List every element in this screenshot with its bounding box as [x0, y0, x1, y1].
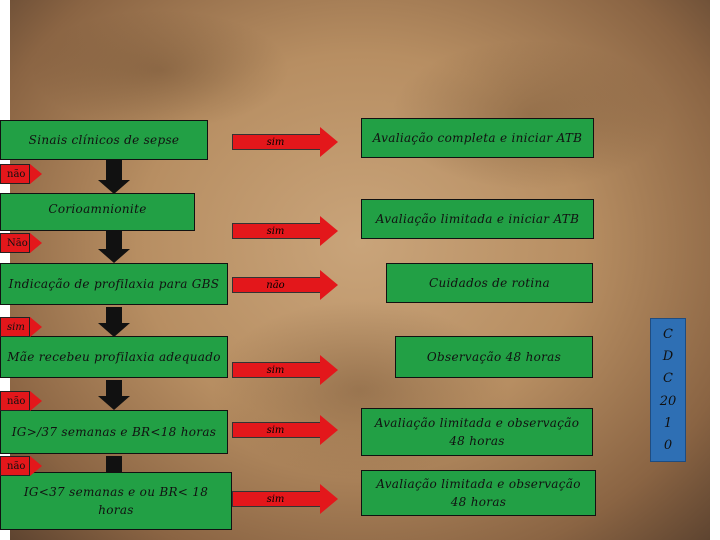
decision-box-chorioamnionitis: Corioamnionite: [0, 193, 195, 231]
decision-box-adequate-prophylaxis: Mãe recebeu profilaxia adequado: [0, 336, 228, 378]
arrow-yes-4: sim: [232, 355, 338, 385]
outcome-box-limited-observation-2: Avaliação limitada e observação 48 horas: [361, 470, 596, 516]
tag-no-5: não: [0, 456, 42, 476]
arrow-yes-5: sim: [232, 415, 338, 445]
decision-box-gbs-prophylaxis: Indicação de profilaxia para GBS: [0, 263, 228, 305]
side-letter: C: [663, 326, 673, 342]
outcome-box-limited-observation: Avaliação limitada e observação 48 horas: [361, 408, 593, 456]
flow-arrow-down-3: [98, 307, 130, 337]
flow-arrow-down-1: [98, 160, 130, 194]
arrow-yes-2: sim: [232, 216, 338, 246]
tag-no-4: não: [0, 391, 42, 411]
decision-box-ig-under-37: IG<37 semanas e ou BR< 18 horas: [0, 472, 232, 530]
outcome-box-observation-48h: Observação 48 horas: [395, 336, 593, 378]
decision-box-ig-37-br-18: IG>/37 semanas e BR<18 horas: [0, 410, 228, 454]
decision-box-sepsis-signs: Sinais clínicos de sepse: [0, 120, 208, 160]
side-letter: C: [663, 371, 673, 387]
arrow-yes-1: sim: [232, 127, 338, 157]
tag-no-2: Não: [0, 233, 42, 253]
tag-no-1: não: [0, 164, 42, 184]
side-letter: D: [662, 348, 674, 364]
outcome-box-limited-evaluation-atb: Avaliação limitada e iniciar ATB: [361, 199, 594, 239]
flow-arrow-down-5: [98, 456, 130, 472]
side-letter: 20: [659, 393, 677, 409]
arrow-no-3: não: [232, 270, 338, 300]
flow-arrow-down-4: [98, 380, 130, 410]
tag-yes-3: sim: [0, 317, 42, 337]
paper-stain: [30, 10, 290, 130]
side-label-box: C D C 20 1 0: [650, 318, 686, 462]
outcome-box-routine-care: Cuidados de rotina: [386, 263, 593, 303]
flow-arrow-down-2: [98, 231, 130, 263]
side-letter: 0: [663, 438, 673, 454]
side-letter: 1: [663, 415, 673, 431]
outcome-box-full-evaluation: Avaliação completa e iniciar ATB: [361, 118, 594, 158]
arrow-yes-6: sim: [232, 484, 338, 514]
paper-stain: [390, 40, 670, 190]
